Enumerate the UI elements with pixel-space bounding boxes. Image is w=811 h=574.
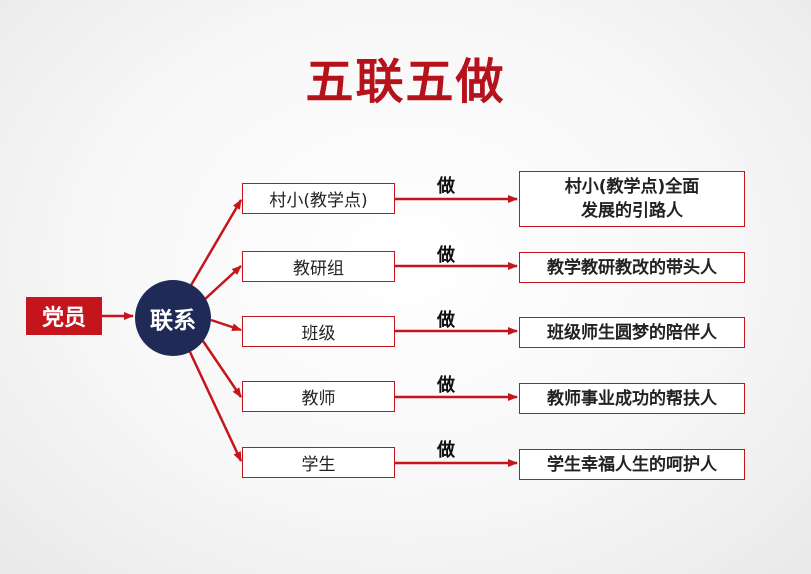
result-2-line-1: 教学教研教改的带头人 <box>547 257 717 278</box>
result-4-line-1: 教师事业成功的帮扶人 <box>547 388 717 409</box>
subject-box: 党员 <box>26 297 102 335</box>
verb-label-2: 做 <box>437 245 455 266</box>
result-box-3: 班级师生圆梦的陪伴人 <box>519 317 745 348</box>
target-box-4: 教师 <box>242 381 395 412</box>
result-box-1: 村小(教学点)全面 发展的引路人 <box>519 171 745 227</box>
result-1-line-2: 发展的引路人 <box>580 201 683 221</box>
hub-to-target-5-arrow <box>188 351 243 462</box>
verb-label-1: 做 <box>437 176 455 197</box>
result-box-5: 学生幸福人生的呵护人 <box>519 449 745 480</box>
result-1-line-1: 村小(教学点)全面 <box>564 177 700 197</box>
hub-to-target-3-arrow <box>210 318 242 332</box>
verb-label-4: 做 <box>437 375 455 396</box>
result-5-line-1: 学生幸福人生的呵护人 <box>547 454 717 475</box>
verb-label-5: 做 <box>437 440 455 461</box>
hub-to-target-4-arrow <box>201 340 243 398</box>
diagram-title: 五联五做 <box>305 54 506 110</box>
target-box-5: 学生 <box>242 447 395 478</box>
target-box-3: 班级 <box>242 316 395 347</box>
target-box-1: 村小(教学点) <box>242 183 395 214</box>
result-box-4: 教师事业成功的帮扶人 <box>519 383 745 414</box>
target-box-2: 教研组 <box>242 251 395 282</box>
verb-label-3: 做 <box>437 310 455 331</box>
hub-to-target-1-arrow <box>188 199 243 288</box>
hub-circle: 联系 <box>135 280 211 356</box>
hub-to-target-2-arrow <box>203 265 242 301</box>
result-3-line-1: 班级师生圆梦的陪伴人 <box>547 322 717 343</box>
result-box-2: 教学教研教改的带头人 <box>519 252 745 283</box>
